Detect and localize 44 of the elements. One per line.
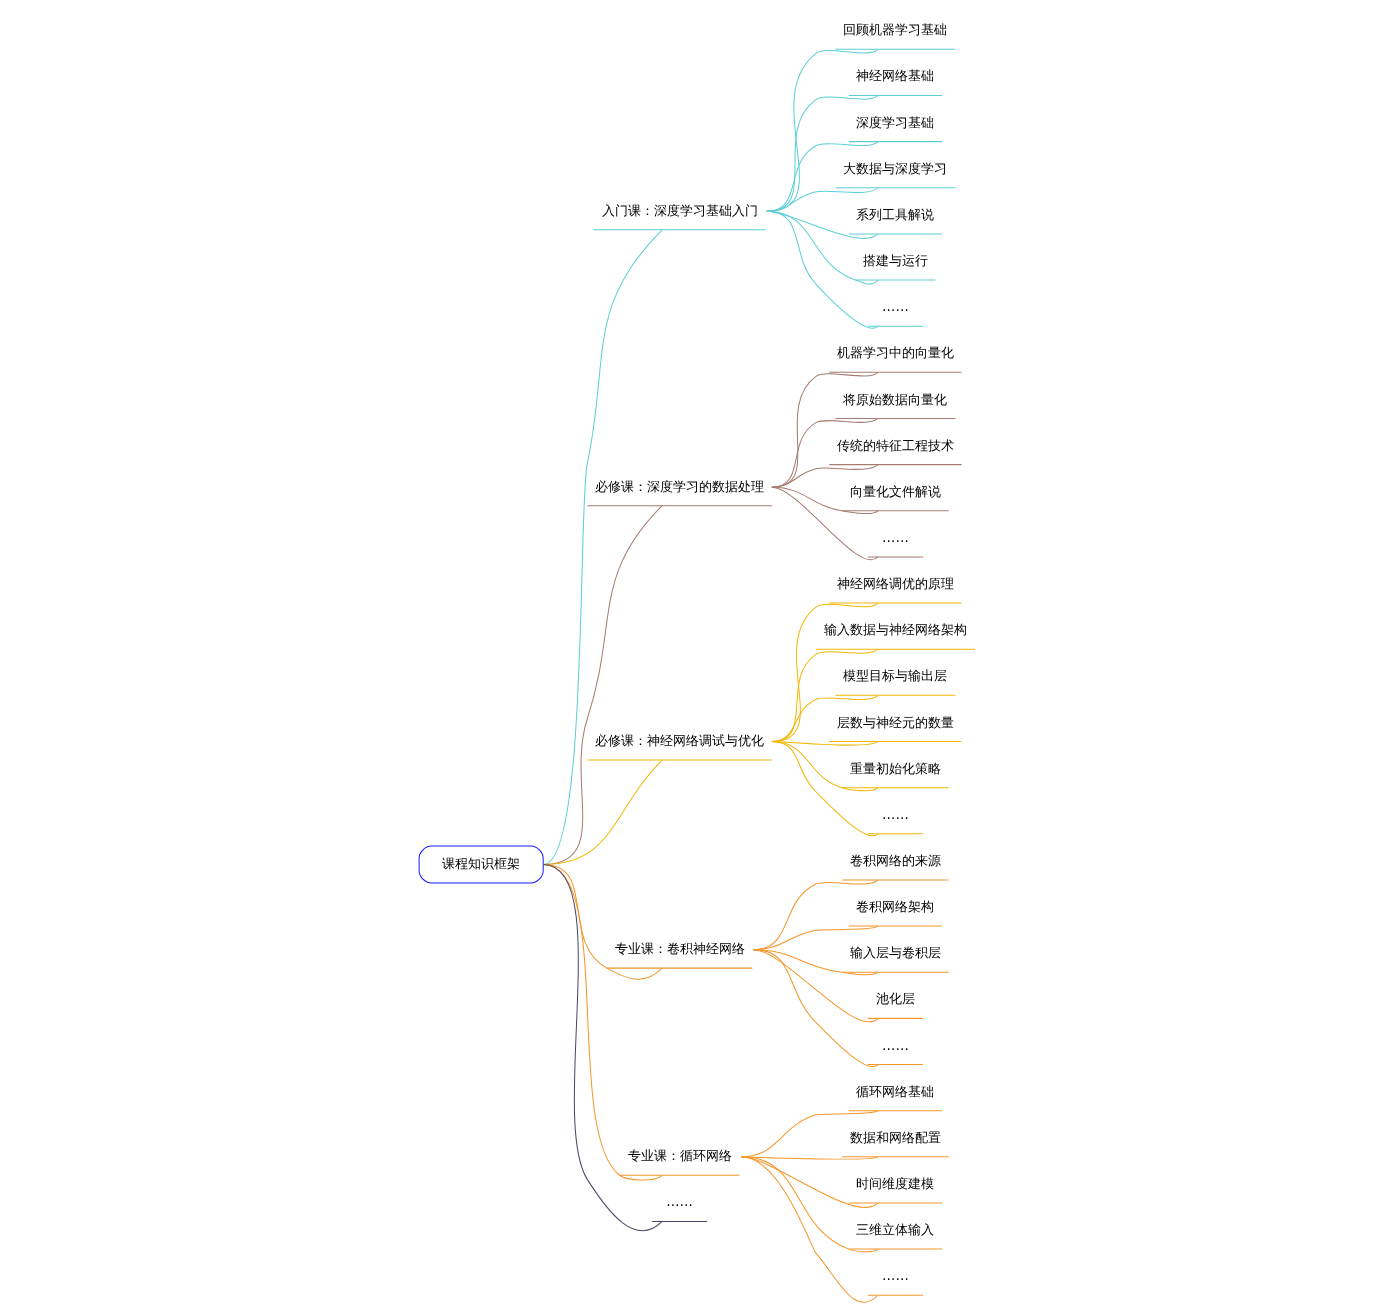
connector	[770, 741, 878, 837]
node-text: 层数与神经元的数量	[836, 714, 954, 730]
node-text: ……	[881, 299, 909, 315]
node-text: 重量初始化策略	[849, 760, 941, 776]
node-text: 系列工具解说	[855, 206, 934, 222]
node-text: 数据和网络配置	[849, 1129, 941, 1145]
node-text: 专业课：循环网络	[627, 1148, 732, 1164]
connector	[770, 464, 878, 488]
connector	[770, 371, 878, 488]
connector	[765, 210, 878, 329]
node-text: 将原始数据向量化	[842, 391, 947, 407]
node-text: 三维立体输入	[855, 1222, 934, 1238]
node-text: ……	[881, 1037, 909, 1053]
node-text: 输入数据与神经网络架构	[823, 622, 967, 638]
connector	[770, 417, 878, 488]
node-text: 传统的特征工程技术	[836, 437, 954, 453]
connector	[740, 1156, 878, 1303]
node-text: 机器学习中的向量化	[836, 345, 954, 361]
node-text: ……	[881, 1268, 909, 1284]
node-text: 卷积网络的来源	[849, 852, 941, 868]
node-text: 大数据与深度学习	[842, 160, 947, 176]
connector	[770, 486, 878, 561]
node-text: 输入层与卷积层	[849, 945, 941, 961]
node-text: 模型目标与输出层	[842, 668, 947, 684]
node-text: ……	[665, 1194, 693, 1210]
connector	[752, 949, 878, 1023]
node-text: 必修课：深度学习的数据处理	[594, 478, 764, 494]
node-text: 池化层	[875, 991, 915, 1007]
node-text: 神经网络基础	[855, 68, 934, 84]
node-text: 必修课：神经网络调试与优化	[594, 732, 764, 748]
node-text: 神经网络调优的原理	[836, 576, 954, 592]
node-text: 搭建与运行	[862, 253, 928, 269]
node-text: 循环网络基础	[855, 1083, 934, 1099]
node-text: ……	[881, 529, 909, 545]
node-text: 回顾机器学习基础	[842, 22, 947, 38]
node-text: 向量化文件解说	[849, 483, 941, 499]
node-text: 卷积网络架构	[855, 899, 934, 915]
node-text: ……	[881, 806, 909, 822]
node-text: 专业课：卷积神经网络	[614, 941, 745, 957]
connector	[752, 949, 878, 1067]
node-text: 深度学习基础	[855, 114, 934, 130]
node-text: 时间维度建模	[855, 1175, 934, 1191]
node-box: 课程知识框架	[418, 845, 544, 884]
node-text: 入门课：深度学习基础入门	[601, 202, 758, 218]
